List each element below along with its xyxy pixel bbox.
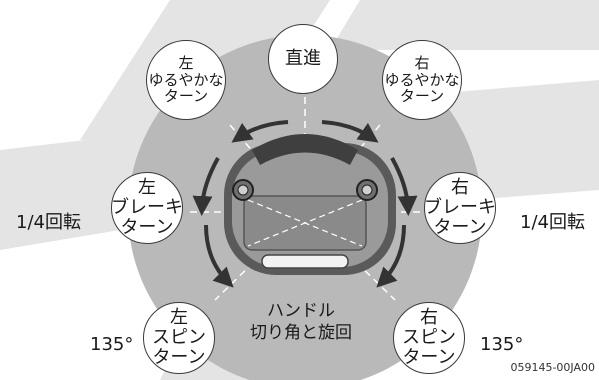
left-bumper-sensor [232, 179, 254, 201]
left-spin-turn-bubble: 左 スピン ターン [143, 302, 215, 374]
figure-code: 059145-00JA00 [510, 361, 595, 374]
right-bumper-sensor [356, 179, 378, 201]
robot-body [224, 134, 396, 275]
left-135-label: 135° [90, 334, 134, 355]
arrow-right-135 [376, 224, 406, 288]
arrow-right-quarter [390, 157, 418, 216]
right-135-label: 135° [480, 334, 524, 355]
arrow-left-gentle [231, 120, 289, 143]
arrow-left-quarter [192, 157, 220, 216]
right-gentle-turn-bubble: 右 ゆるやかな ターン [382, 40, 462, 120]
steering-caption: ハンドル 切り角と旋回 [250, 301, 352, 344]
left-quarter-turn-label: 1/4回転 [16, 212, 81, 233]
right-quarter-turn-label: 1/4回転 [520, 212, 585, 233]
straight-label: 直進 [285, 47, 321, 69]
arrow-left-135 [204, 224, 234, 288]
arrow-right-gentle [321, 120, 379, 143]
right-spin-turn-bubble: 右 スピン ターン [393, 302, 465, 374]
left-brake-turn-bubble: 左 ブレーキ ターン [111, 172, 183, 244]
straight-bubble: 直進 [268, 24, 338, 94]
turn-arrows [192, 120, 418, 288]
left-gentle-turn-bubble: 左 ゆるやかな ターン [146, 40, 226, 120]
right-brake-turn-bubble: 右 ブレーキ ターン [424, 172, 496, 244]
